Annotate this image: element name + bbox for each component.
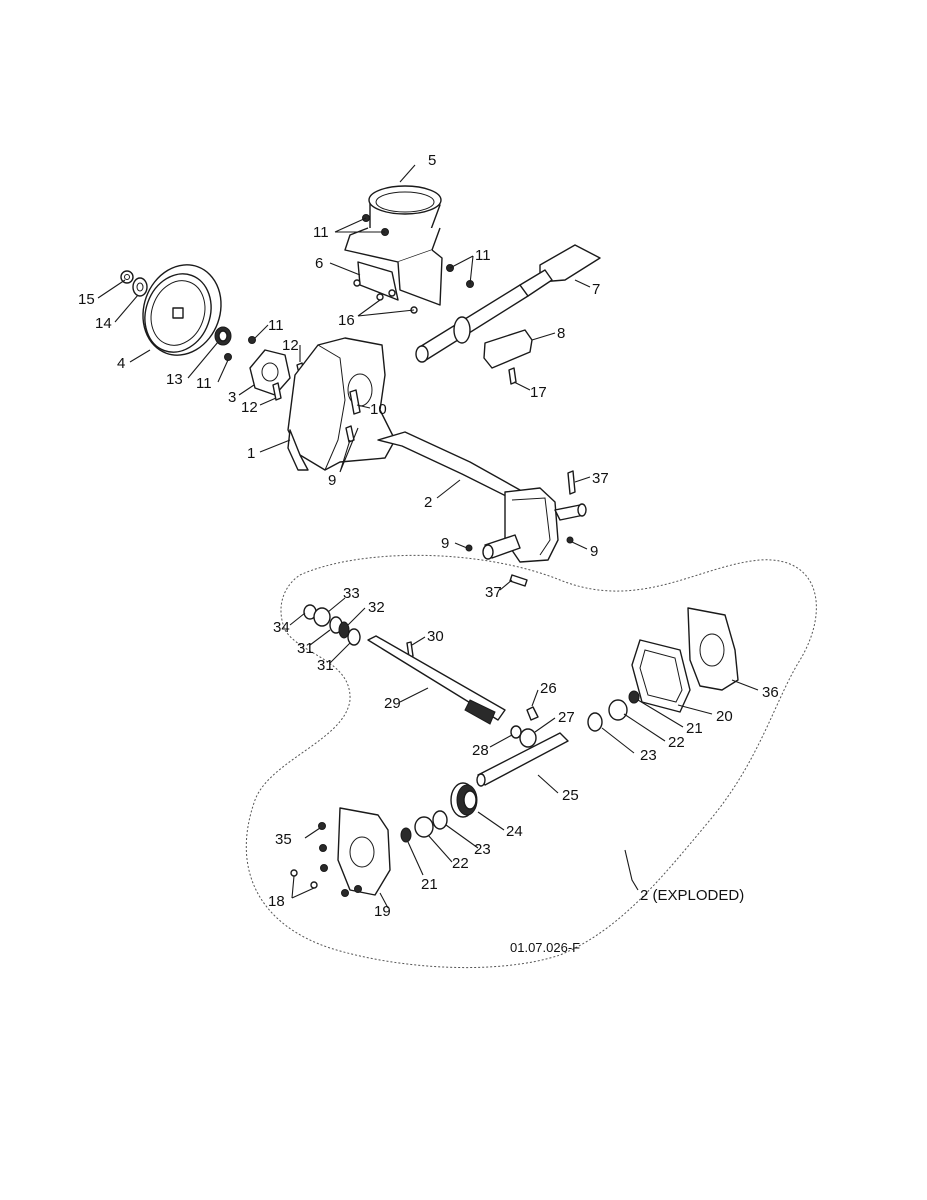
drawing-code: 01.07.026-F xyxy=(510,940,580,955)
callout-9-housing: 9 xyxy=(328,472,336,489)
leader-lines xyxy=(97,164,759,909)
callout-9-left: 9 xyxy=(441,535,449,552)
auger-housing-part-1 xyxy=(287,337,396,471)
callout-15: 15 xyxy=(78,291,95,308)
ring-part-21a xyxy=(628,690,640,704)
callout-27: 27 xyxy=(558,709,575,726)
callout-2: 2 xyxy=(424,494,432,511)
callout-37-bottom: 37 xyxy=(485,584,502,601)
callout-35: 35 xyxy=(275,831,292,848)
bearing-part-22b xyxy=(414,816,434,838)
bolt-part-12b xyxy=(272,382,282,401)
gearbox-assembly-part-2 xyxy=(377,431,587,563)
bearing-part-22a xyxy=(608,699,628,721)
bearing-part-33 xyxy=(313,607,331,627)
callout-32: 32 xyxy=(368,599,385,616)
callout-34: 34 xyxy=(273,619,290,636)
callout-18: 18 xyxy=(268,893,285,910)
callout-5: 5 xyxy=(428,152,436,169)
ring-part-32 xyxy=(338,621,350,639)
bolt-part-10 xyxy=(349,389,361,415)
callout-26: 26 xyxy=(540,680,557,697)
bearing-part-14 xyxy=(132,277,148,297)
callout-17: 17 xyxy=(530,384,547,401)
callout-30: 30 xyxy=(427,628,444,645)
callout-22-right: 22 xyxy=(668,734,685,751)
callout-33: 33 xyxy=(343,585,360,602)
washer-part-15 xyxy=(120,270,134,284)
pin-part-17 xyxy=(508,367,517,385)
callout-25: 25 xyxy=(562,787,579,804)
callout-31-bottom: 31 xyxy=(317,657,334,674)
exploded-view-boundary xyxy=(245,554,817,969)
callout-8: 8 xyxy=(557,325,565,342)
gearbox-half-part-19 xyxy=(337,807,391,896)
bearing-part-27 xyxy=(519,728,537,748)
bracket-part-6 xyxy=(357,261,399,301)
callout-36: 36 xyxy=(762,684,779,701)
nuts-part-11 xyxy=(224,214,474,361)
key-part-30 xyxy=(406,641,414,658)
nut-part-9b xyxy=(566,536,574,544)
callout-1: 1 xyxy=(247,445,255,462)
gearbox-half-part-36 xyxy=(687,607,739,691)
gear-part-24 xyxy=(450,782,478,818)
bolt-part-37a xyxy=(567,470,576,495)
crank-shaft-part-7 xyxy=(415,244,601,363)
callout-11-flange: 11 xyxy=(268,317,284,334)
callout-19: 19 xyxy=(374,903,391,920)
callout-24: 24 xyxy=(506,823,523,840)
callout-16: 16 xyxy=(338,312,355,329)
callout-12-top: 12 xyxy=(282,337,299,354)
bolts-part-16 xyxy=(353,279,418,314)
callout-20: 20 xyxy=(716,708,733,725)
bearing-flange-part-3 xyxy=(249,349,291,396)
pin-part-18a xyxy=(290,869,298,877)
callout-4: 4 xyxy=(117,355,125,372)
callout-labels: 5 11 6 11 7 15 14 4 13 11 11 16 8 12 17 … xyxy=(78,152,779,920)
washer-part-28 xyxy=(510,725,522,739)
callout-9-right: 9 xyxy=(590,543,598,560)
callout-21-right: 21 xyxy=(686,720,703,737)
callout-29: 29 xyxy=(384,695,401,712)
callout-22-left: 22 xyxy=(452,855,469,872)
callout-23-right: 23 xyxy=(640,747,657,764)
callout-11-left: 11 xyxy=(196,375,212,392)
callout-11-top: 11 xyxy=(313,224,329,241)
callout-28: 28 xyxy=(472,742,489,759)
callout-21-left: 21 xyxy=(421,876,438,893)
callout-13: 13 xyxy=(166,371,183,388)
callout-14: 14 xyxy=(95,315,112,332)
ring-part-31b xyxy=(347,628,361,646)
crank-bracket-part-8 xyxy=(483,329,533,369)
exploded-label: 2 (EXPLODED) xyxy=(640,887,744,904)
bolt-part-37b xyxy=(509,574,528,587)
washer-part-23a xyxy=(587,712,603,732)
pulley-part-4 xyxy=(142,264,222,356)
callout-37-top: 37 xyxy=(592,470,609,487)
callout-31-top: 31 xyxy=(297,640,314,657)
bolts-part-9 xyxy=(345,425,355,443)
worm-shaft-part-29 xyxy=(367,635,506,725)
callout-11-right: 11 xyxy=(475,247,491,264)
callout-10: 10 xyxy=(370,401,387,418)
callout-6: 6 xyxy=(315,255,323,272)
key-part-26 xyxy=(526,706,539,721)
callout-7: 7 xyxy=(592,281,600,298)
ring-part-21b xyxy=(400,827,412,843)
callout-12-bottom: 12 xyxy=(241,399,258,416)
pin-part-18b xyxy=(310,881,318,889)
bolts-part-35 xyxy=(318,822,362,897)
washer-part-23b xyxy=(432,810,448,830)
callout-23-left: 23 xyxy=(474,841,491,858)
callout-3: 3 xyxy=(228,389,236,406)
